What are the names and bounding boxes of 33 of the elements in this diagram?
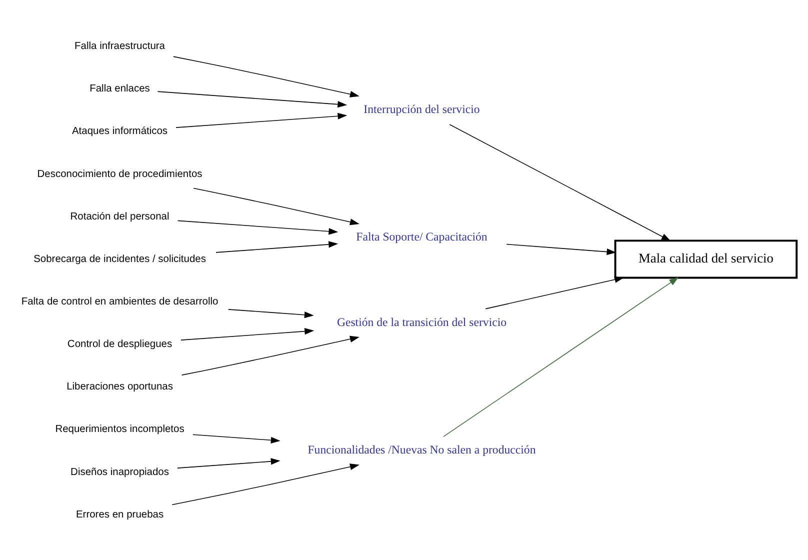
node-text: Liberaciones oportunas	[66, 381, 173, 392]
arrow	[216, 240, 338, 252]
arrow	[180, 328, 314, 340]
node-text: Funcionalidades /Nuevas No salen a producción	[308, 442, 536, 456]
node-text: Falla enlaces	[90, 83, 150, 94]
arrow	[485, 276, 624, 309]
arrow	[193, 187, 360, 225]
arrow	[173, 56, 360, 97]
arrow	[176, 112, 348, 128]
arrow	[172, 463, 360, 505]
node-text: Falta de control en ambientes de desarrollo	[21, 296, 218, 307]
arrow	[506, 243, 616, 255]
node-text: Interrupción del servicio	[364, 101, 480, 116]
node-text: Diseños inapropiados	[70, 466, 169, 478]
node-text: Gestión de la transición del servicio	[336, 314, 507, 328]
arrow	[449, 124, 671, 241]
node-text: Desconocimiento de procedimientos	[37, 168, 202, 180]
node-text: Errores en pruebas	[76, 508, 164, 520]
node-text: Ataques informáticos	[72, 126, 168, 137]
node-text: Control de despliegues	[67, 338, 172, 350]
node-text: Rotación del personal	[70, 210, 170, 222]
arrow	[157, 90, 348, 108]
arrow	[177, 220, 338, 234]
node-text: Falla infraestructura	[74, 40, 166, 52]
arrow	[192, 434, 280, 443]
node-text: Falta Soporte/ Capacitación	[356, 229, 488, 244]
arrow	[177, 458, 280, 468]
arrow	[228, 308, 314, 318]
node-text: Requerimientos incompletos	[55, 424, 184, 435]
arrow	[443, 276, 679, 436]
arrow	[181, 335, 360, 375]
node-box: Mala calidad del servicio	[614, 239, 798, 278]
node-text: Sobrecarga de incidentes / solicitudes	[34, 253, 206, 264]
